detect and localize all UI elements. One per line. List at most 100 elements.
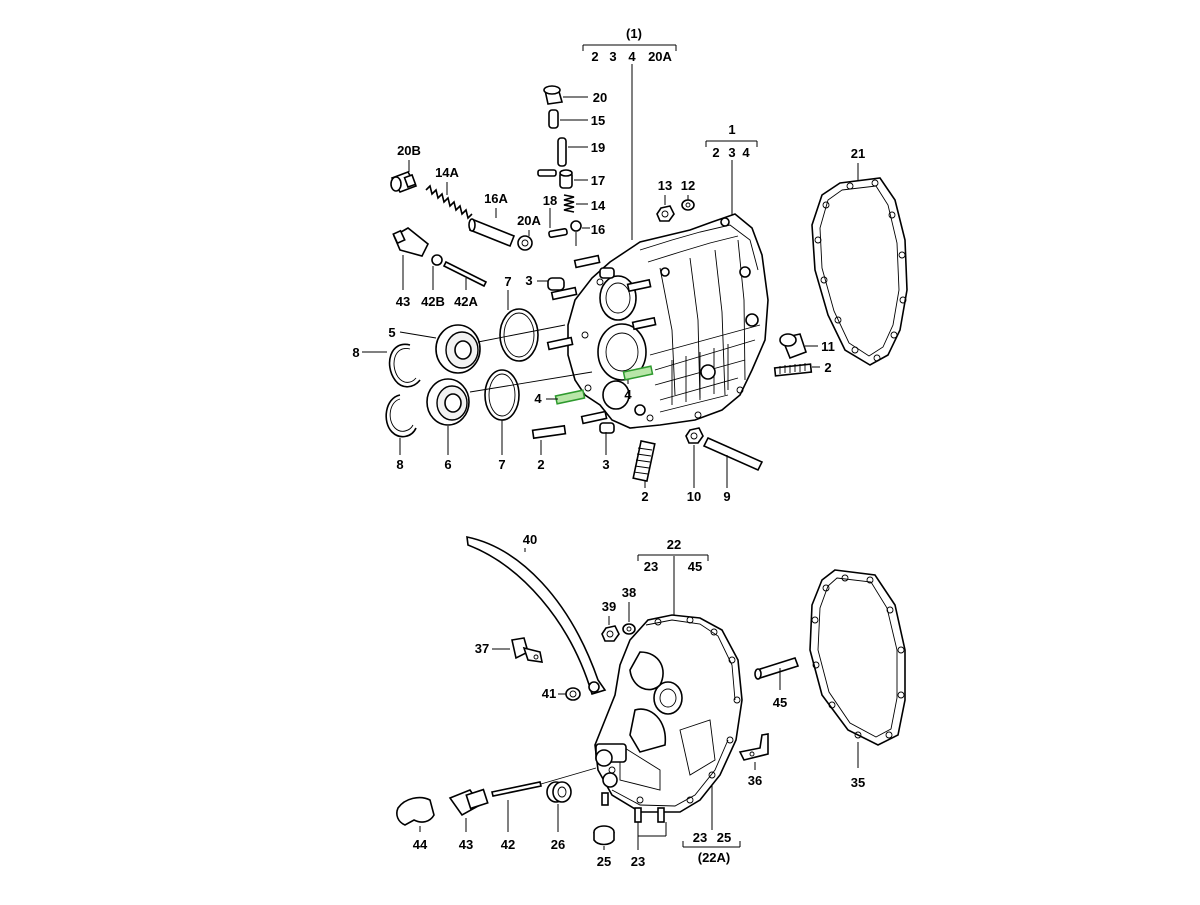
washer-12: 12 — [681, 178, 695, 211]
group-item: 23 — [644, 559, 658, 574]
label-42: 42 — [501, 837, 515, 852]
label-36: 36 — [748, 773, 762, 788]
label-10: 10 — [687, 489, 701, 504]
bracket-36: 36 — [738, 733, 769, 788]
circlip-8-bottom: 8 — [385, 394, 417, 472]
label-14A: 14A — [435, 165, 459, 180]
label-15: 15 — [591, 113, 605, 128]
group-head: (22A) — [698, 850, 731, 865]
circlip-8-top: 8 — [352, 343, 421, 388]
group-item: 4 — [742, 145, 750, 160]
label-3: 3 — [602, 457, 609, 472]
label-16: 16 — [591, 222, 605, 237]
label-14: 14 — [591, 198, 606, 213]
label-41: 41 — [542, 686, 556, 701]
group-bracket-1-right: 1 2 3 4 — [705, 122, 758, 215]
snap-ring-7-bottom: 7 — [484, 369, 520, 472]
label-4: 4 — [534, 391, 542, 406]
rod-42: 42 — [491, 767, 597, 852]
cap-44: 44 — [396, 796, 435, 852]
label-18: 18 — [543, 193, 557, 208]
label-37: 37 — [475, 641, 489, 656]
transmission-housing — [567, 213, 769, 429]
group-item: 3 — [609, 49, 616, 64]
label-43: 43 — [396, 294, 410, 309]
plug-11: 11 — [779, 333, 835, 360]
ring-42B: 42B — [421, 254, 445, 309]
group-item: 45 — [688, 559, 702, 574]
label-20B: 20B — [397, 143, 421, 158]
group-head: 1 — [728, 122, 735, 137]
label-4-left: 4 — [534, 391, 558, 406]
label-23: 23 — [631, 854, 645, 869]
label-42A: 42A — [454, 294, 478, 309]
strap-40: 40 — [466, 532, 607, 696]
nut-10: 10 — [685, 427, 704, 504]
intermediate-housing — [594, 614, 743, 823]
ball-16: 16 — [570, 220, 605, 246]
washer-41: 41 — [542, 686, 581, 701]
spring-14: 14 — [563, 194, 606, 213]
label-45: 45 — [773, 695, 787, 710]
label-39: 39 — [602, 599, 616, 614]
group-bracket-1-top: (1) 2 3 4 20A — [582, 26, 677, 240]
label-7: 7 — [498, 457, 505, 472]
stud-2-right: 2 — [773, 360, 832, 377]
pressure-switch-43-bottom: 43 — [448, 788, 489, 852]
label-25: 25 — [597, 854, 611, 869]
label-19: 19 — [591, 140, 605, 155]
bearing-5: 5 — [388, 324, 566, 374]
group-head: (1) — [626, 26, 642, 41]
pressure-switch-43-top: 43 — [392, 227, 430, 309]
label-44: 44 — [413, 837, 428, 852]
label-8: 8 — [396, 457, 403, 472]
nut-13: 13 — [656, 178, 675, 222]
plug-20: 20 — [543, 85, 607, 105]
label-4: 4 — [624, 387, 632, 402]
label-7: 7 — [504, 274, 511, 289]
label-13: 13 — [658, 178, 672, 193]
rod-42A: 42A — [442, 260, 488, 309]
plug-20B: 20B — [390, 143, 421, 193]
label-3: 3 — [525, 273, 532, 288]
group-item: 23 — [693, 830, 707, 845]
gasket-35: 35 — [809, 569, 906, 790]
label-2: 2 — [537, 457, 544, 472]
group-head: 22 — [667, 537, 681, 552]
group-item: 2 — [712, 145, 719, 160]
label-16A: 16A — [484, 191, 508, 206]
label-17: 17 — [591, 173, 605, 188]
spring-14A: 14A — [425, 165, 473, 220]
ball-20A: 20A — [517, 213, 542, 251]
label-5: 5 — [388, 325, 395, 340]
stud-2-bottom: 2 — [632, 440, 656, 504]
clip-37: 37 — [475, 637, 544, 663]
label-2-left: 2 — [537, 440, 545, 472]
label-38: 38 — [622, 585, 636, 600]
sleeve-17: 17 — [559, 169, 605, 189]
label-35: 35 — [851, 775, 865, 790]
washer-38: 38 — [622, 585, 636, 635]
label-11: 11 — [821, 339, 835, 354]
highlighted-studs — [554, 365, 654, 405]
label-42B: 42B — [421, 294, 445, 309]
group-bracket-22: 22 23 45 — [637, 537, 709, 618]
pin-45: 45 — [754, 657, 800, 710]
group-item: 20A — [648, 49, 672, 64]
group-item: 25 — [717, 830, 731, 845]
label-26: 26 — [551, 837, 565, 852]
group-bracket-22A: 23 25 (22A) — [682, 780, 741, 865]
label-3-top: 3 — [525, 273, 548, 288]
label-21: 21 — [851, 146, 865, 161]
sleeve-16A: 16A — [468, 191, 516, 248]
label-20A: 20A — [517, 213, 541, 228]
label-9: 9 — [723, 489, 730, 504]
group-item: 2 — [591, 49, 598, 64]
housing-studs — [531, 254, 657, 440]
group-item: 4 — [628, 49, 636, 64]
group-item: 3 — [728, 145, 735, 160]
rod-19: 19 — [557, 137, 605, 167]
pin-18: 18 — [537, 169, 568, 239]
label-3-bottom: 3 — [602, 432, 610, 472]
